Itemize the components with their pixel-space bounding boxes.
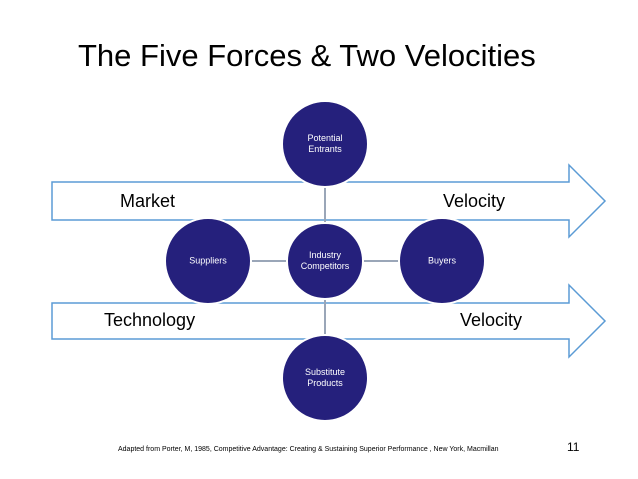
technology-velocity-arrow: [51, 283, 607, 359]
citation: Adapted from Porter, M, 1985, Competitiv…: [118, 446, 499, 453]
entrants-label: Potential Entrants: [307, 133, 343, 154]
technology-velocity-label: Velocity: [460, 310, 523, 330]
buyers-label: Buyers: [427, 255, 457, 266]
competitors-label: Industry Competitors: [300, 250, 350, 271]
node-industry-competitors: [286, 222, 364, 300]
technology-label: Technology: [104, 310, 196, 330]
node-potential-entrants: [281, 100, 369, 188]
node-substitute-products: [281, 334, 369, 422]
market-velocity-arrow: [51, 163, 607, 239]
market-velocity-label: Velocity: [443, 191, 506, 211]
node-suppliers: [164, 217, 252, 305]
node-buyers: [398, 217, 486, 305]
market-label: Market: [120, 191, 176, 211]
suppliers-label: Suppliers: [189, 255, 227, 266]
substitutes-label: Substitute Products: [304, 367, 346, 388]
slide-title: The Five Forces & Two Velocities: [78, 38, 536, 73]
page-number: 11: [567, 440, 580, 454]
